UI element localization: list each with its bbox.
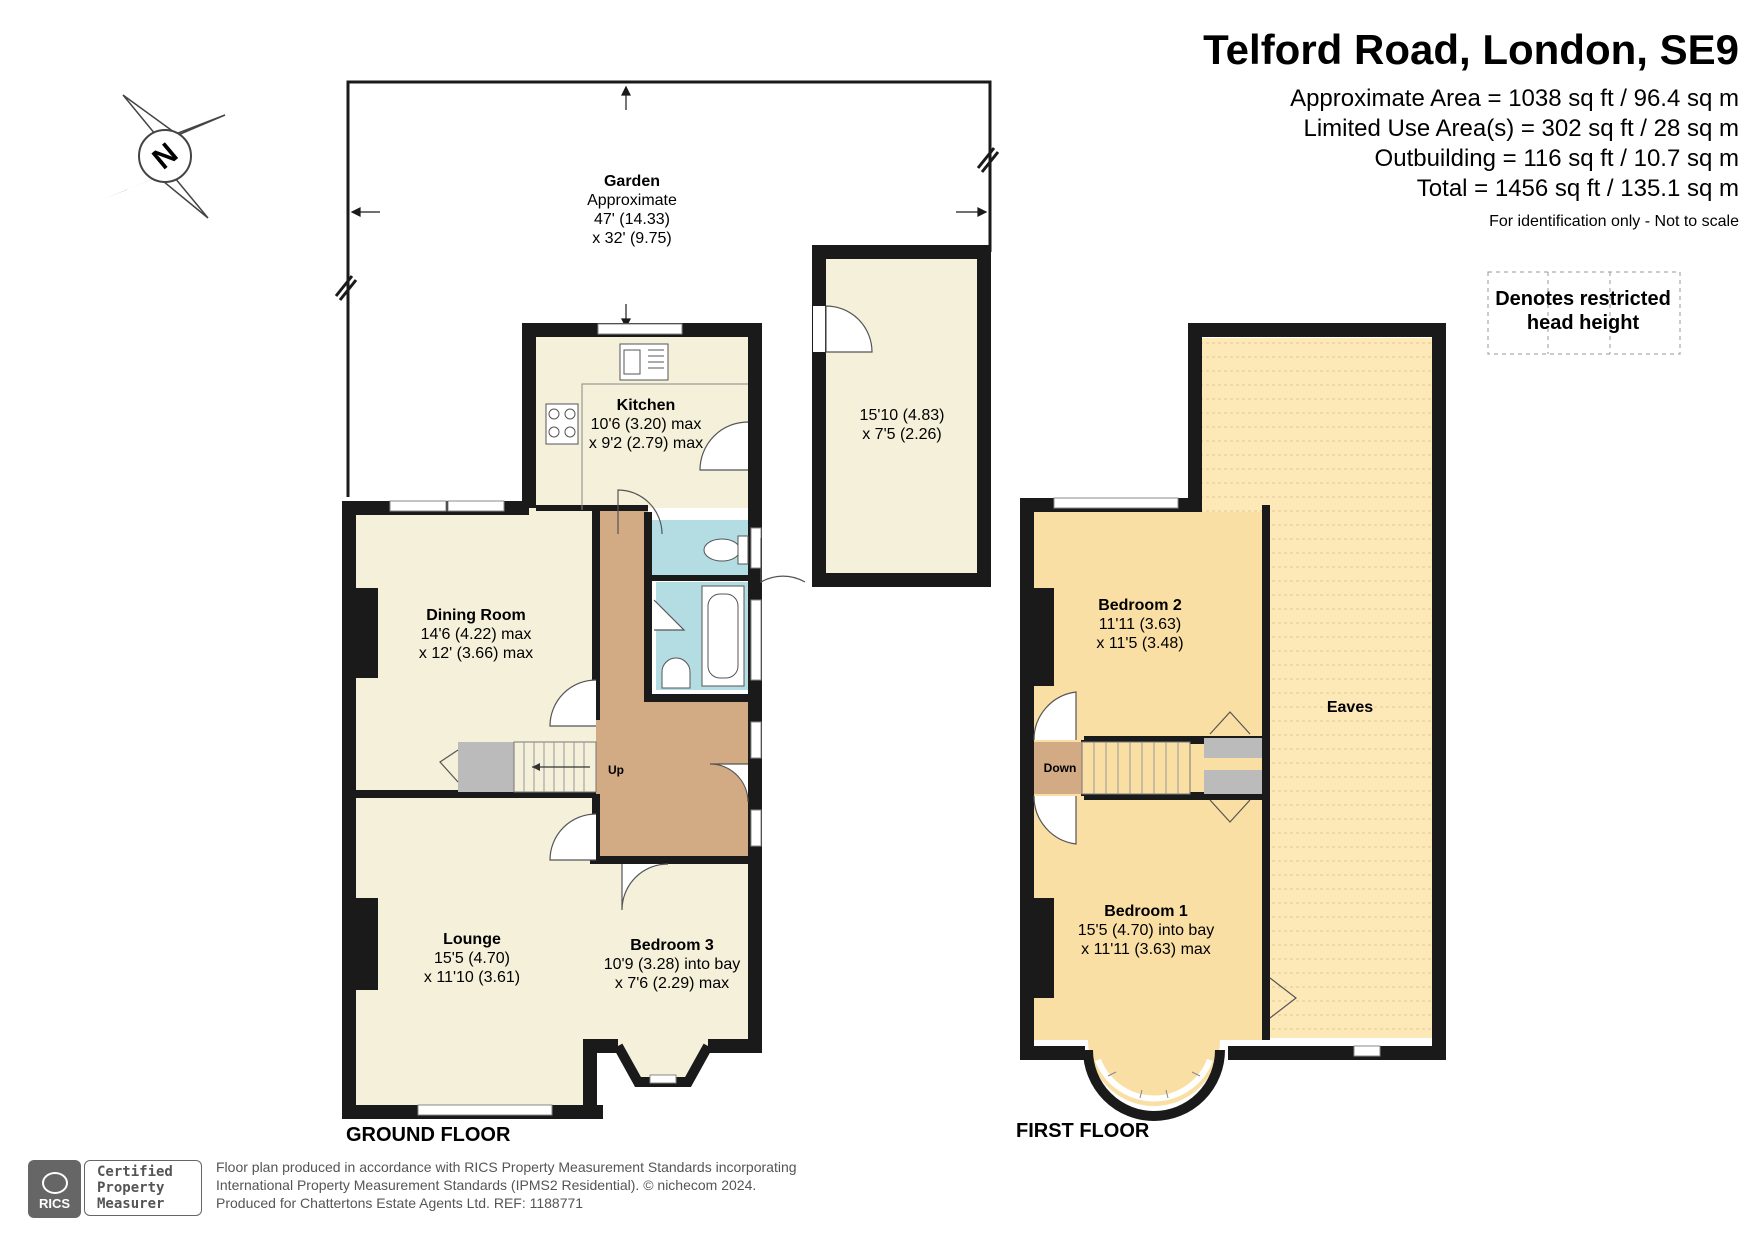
footer-line-3: Produced for Chattertons Estate Agents L… bbox=[216, 1195, 584, 1211]
dining-line2: x 12' (3.66) max bbox=[419, 645, 533, 662]
outbuilding-door-icon bbox=[813, 305, 873, 353]
lounge-label: Lounge 15'5 (4.70) x 11'10 (3.61) bbox=[424, 931, 520, 986]
kitchen-line1: 10'6 (3.20) max bbox=[591, 416, 702, 433]
lounge-line1: 15'5 (4.70) bbox=[434, 950, 510, 967]
garden-line1: Approximate bbox=[587, 192, 677, 209]
garden-line2: 47' (14.33) bbox=[594, 211, 670, 228]
bay-window-icon bbox=[1095, 1058, 1213, 1102]
outbuilding-line2: x 7'5 (2.26) bbox=[862, 426, 942, 443]
basin-icon bbox=[661, 657, 691, 689]
garden-boundary bbox=[334, 80, 1000, 497]
identification-note: For identification only - Not to scale bbox=[1489, 213, 1739, 230]
rics-lion-icon bbox=[41, 1172, 68, 1194]
first-floor-windows bbox=[1053, 497, 1381, 1057]
first-floor-doors bbox=[1033, 691, 1297, 1019]
rics-certified-badge: RICS Certified Property Measurer bbox=[28, 1160, 204, 1218]
rics-logo: RICS bbox=[28, 1160, 81, 1218]
dining-name: Dining Room bbox=[426, 607, 526, 624]
limited-use-area: Limited Use Area(s) = 302 sq ft / 28 sq … bbox=[1303, 115, 1739, 142]
outbuilding bbox=[812, 245, 991, 587]
property-title: Telford Road, London, SE9 bbox=[1203, 26, 1739, 73]
bedroom1-room bbox=[1034, 796, 1266, 1106]
rics-logo-text: RICS bbox=[38, 1196, 71, 1211]
bedroom3-line1: 10'9 (3.28) into bay bbox=[604, 956, 740, 973]
garden-label: Garden Approximate 47' (14.33) x 32' (9.… bbox=[587, 173, 677, 247]
eaves-label: Eaves bbox=[1327, 699, 1373, 716]
bedroom3-line2: x 7'6 (2.29) max bbox=[615, 975, 729, 992]
bedroom3-room bbox=[596, 864, 748, 1082]
understairs-cupboard-door-icon bbox=[439, 749, 459, 783]
lounge-name: Lounge bbox=[443, 931, 501, 948]
kitchen-sink-icon bbox=[619, 343, 669, 381]
north-compass-icon: N bbox=[104, 94, 226, 219]
hob-icon bbox=[545, 403, 579, 445]
footer-line-2: International Property Measurement Stand… bbox=[216, 1177, 757, 1193]
dining-line1: 14'6 (4.22) max bbox=[421, 626, 532, 643]
first-floor-label: FIRST FLOOR bbox=[1016, 1120, 1150, 1142]
ground-floor-label: GROUND FLOOR bbox=[346, 1124, 511, 1146]
footer-line-1: Floor plan produced in accordance with R… bbox=[216, 1159, 797, 1175]
bedroom3-name: Bedroom 3 bbox=[630, 937, 714, 954]
outbuilding-area: Outbuilding = 116 sq ft / 10.7 sq m bbox=[1374, 145, 1739, 172]
bedroom3-label: Bedroom 3 10'9 (3.28) into bay x 7'6 (2.… bbox=[604, 937, 740, 992]
bedroom1-line1: 15'5 (4.70) into bay bbox=[1078, 922, 1214, 939]
restricted-height-legend-box bbox=[1487, 271, 1681, 355]
restricted-height-legend: Denotes restricted head height bbox=[1488, 287, 1678, 335]
bedroom2-label: Bedroom 2 11'11 (3.63) x 11'5 (3.48) bbox=[1096, 597, 1183, 652]
lounge-line2: x 11'10 (3.61) bbox=[424, 969, 520, 986]
legend-line-1: Denotes restricted bbox=[1495, 288, 1671, 310]
ground-floor-doors bbox=[549, 421, 806, 911]
outbuilding-label: 15'10 (4.83) x 7'5 (2.26) bbox=[860, 407, 945, 443]
kitchen-line2: x 9'2 (2.79) max bbox=[589, 435, 703, 452]
ground-stairs bbox=[458, 741, 597, 793]
kitchen-name: Kitchen bbox=[617, 397, 676, 414]
toilet-icon bbox=[703, 535, 749, 565]
dining-label: Dining Room 14'6 (4.22) max x 12' (3.66)… bbox=[419, 607, 533, 662]
garden-name: Garden bbox=[604, 173, 660, 190]
bedroom1-name: Bedroom 1 bbox=[1104, 903, 1188, 920]
legend-line-2: head height bbox=[1526, 312, 1640, 334]
bathtub-icon bbox=[701, 585, 745, 687]
cert-line-3: Measurer bbox=[97, 1196, 165, 1212]
bedroom1-label: Bedroom 1 15'5 (4.70) into bay x 11'11 (… bbox=[1078, 903, 1214, 958]
cert-line-1: Certified bbox=[97, 1164, 173, 1180]
bedroom2-line1: 11'11 (3.63) bbox=[1099, 616, 1182, 633]
chimney-breasts bbox=[356, 588, 378, 990]
kitchen-worktop-outline bbox=[581, 383, 748, 510]
garden-dimension-arrows bbox=[350, 85, 988, 329]
cert-line-2: Property bbox=[97, 1180, 165, 1196]
footer-disclaimer: Floor plan produced in accordance with R… bbox=[216, 1158, 797, 1212]
certified-measurer-box: Certified Property Measurer bbox=[84, 1160, 202, 1216]
kitchen-label: Kitchen 10'6 (3.20) max x 9'2 (2.79) max bbox=[589, 397, 703, 452]
window-markers bbox=[389, 323, 762, 1116]
garden-line3: x 32' (9.75) bbox=[592, 230, 672, 247]
outbuilding-line1: 15'10 (4.83) bbox=[860, 407, 945, 424]
first-floor-chimney-breasts bbox=[1034, 588, 1054, 998]
first-floor-stairs-label: Down bbox=[1044, 761, 1077, 775]
first-floor-stairs bbox=[1034, 741, 1191, 795]
total-area: Total = 1456 sq ft / 135.1 sq m bbox=[1416, 175, 1739, 202]
first-floor-cupboards bbox=[1204, 738, 1262, 794]
ground-stairs-label: Up bbox=[608, 763, 624, 777]
hallway bbox=[596, 508, 748, 864]
approximate-area: Approximate Area = 1038 sq ft / 96.4 sq … bbox=[1290, 85, 1739, 112]
bedroom2-name: Bedroom 2 bbox=[1098, 597, 1182, 614]
bedroom1-line2: x 11'11 (3.63) max bbox=[1081, 941, 1211, 958]
bedroom2-line2: x 11'5 (3.48) bbox=[1096, 635, 1183, 652]
